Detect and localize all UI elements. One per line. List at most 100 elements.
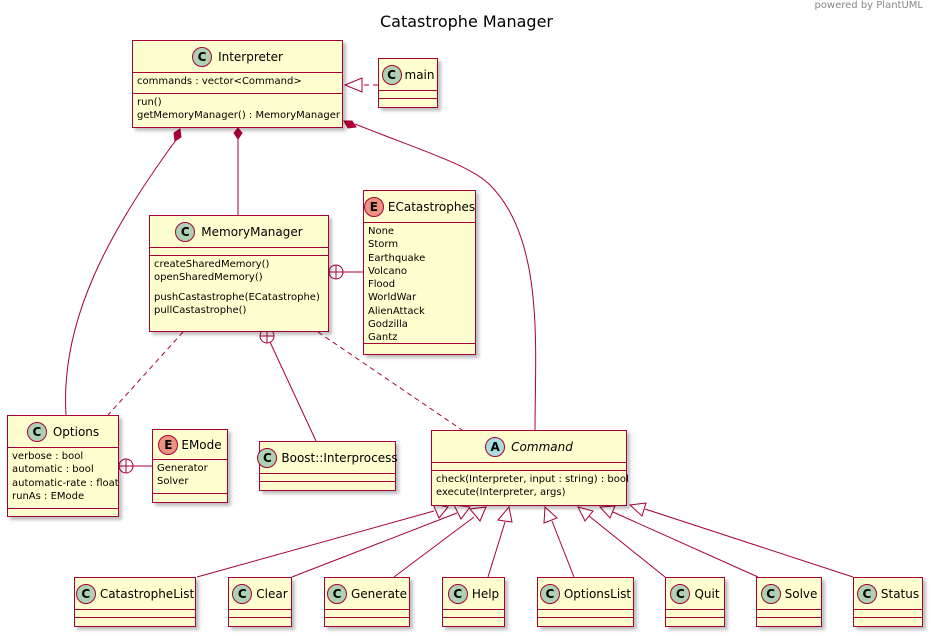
memorymanager-nests-boost [269, 341, 317, 442]
method: pushCastastrophe(ECatastrophe) [154, 291, 320, 303]
interpreter-to-options [65, 139, 177, 416]
attributes-section [260, 473, 395, 481]
enum-emode: E EMode Generator Solver [152, 429, 228, 503]
class-icon: C [856, 583, 877, 604]
enum-values-section: Generator Solver [153, 459, 227, 493]
method: createSharedMemory() [154, 259, 270, 270]
class-generate: C Generate [324, 577, 410, 627]
class-name: OptionsList [563, 586, 632, 601]
enum-value: Generator [157, 463, 208, 474]
method: run() [137, 97, 162, 108]
class-name: Quit [694, 586, 720, 601]
class-status: C Status [853, 577, 923, 627]
class-name: Command [511, 439, 573, 454]
methods-section [229, 617, 291, 624]
methods-section [757, 617, 821, 624]
class-main: C main [378, 58, 438, 108]
class-options: C Options verbose : bool automatic : boo… [7, 415, 119, 517]
enum-value: Flood [368, 279, 396, 291]
quit-extends-command [588, 515, 666, 578]
class-header: E EMode [153, 430, 227, 459]
attributes-section [432, 462, 626, 470]
class-header: C Boost::Interprocess [257, 442, 398, 473]
class-header: C CatastropheList [75, 578, 195, 609]
diagram-title: Catastrophe Manager [379, 12, 554, 31]
enum-ecatastrophes: E ECatastrophes None Storm Earthquake Vo… [363, 190, 476, 355]
composition-diamond [233, 127, 243, 140]
attributes-section [150, 247, 328, 255]
enum-icon: E [158, 434, 179, 455]
class-name: Solve [784, 586, 818, 601]
class-boost-interprocess: C Boost::Interprocess [257, 441, 398, 491]
attribute: automatic-rate : float [12, 477, 119, 489]
methods-section: run() getMemoryManager() : MemoryManager [133, 93, 342, 125]
class-header: A Command [432, 431, 626, 462]
composition-diamond [173, 128, 182, 142]
class-name: EMode [181, 437, 222, 452]
class-name: main [404, 67, 435, 82]
class-solve: C Solve [756, 577, 822, 627]
inheritance-arrowhead [598, 505, 616, 519]
attributes-section [443, 609, 504, 617]
methods-section [666, 617, 724, 624]
class-name: Status [880, 586, 920, 601]
enum-icon: E [363, 196, 384, 217]
class-header: C Quit [666, 578, 724, 609]
methods-section [538, 617, 633, 624]
class-header: C Status [854, 578, 922, 609]
class-icon: C [539, 583, 560, 604]
class-icon: C [447, 583, 468, 604]
inheritance-arrowhead [469, 506, 487, 522]
enum-value: None [368, 226, 395, 237]
class-icon: C [26, 421, 47, 442]
abstract-class-command: A Command check(Interpreter, input : str… [431, 430, 629, 506]
class-name: Generate [350, 586, 408, 601]
method: getMemoryManager() : MemoryManager [137, 110, 340, 122]
class-icon: C [232, 583, 253, 604]
methods-section [854, 617, 922, 624]
class-name: ECatastrophes [387, 199, 476, 214]
inheritance-arrowhead [577, 506, 594, 522]
class-memory-manager: C MemoryManager createSharedMemory() ope… [149, 215, 329, 332]
class-header: C Help [443, 578, 504, 609]
class-icon: C [175, 221, 196, 242]
attributes-section [854, 609, 922, 617]
methods-section: check(Interpreter, input : string) : boo… [432, 470, 629, 502]
enum-value: AlienAttack [368, 305, 425, 317]
class-help: C Help [442, 577, 505, 627]
inheritance-arrowhead [453, 504, 471, 520]
methods-section [325, 617, 409, 624]
methods-section [260, 481, 395, 488]
attribute: automatic : bool [12, 464, 94, 476]
attribute: commands : vector<Command> [137, 76, 302, 87]
methods-section: createSharedMemory() openSharedMemory() … [150, 255, 328, 319]
method: check(Interpreter, input : string) : boo… [436, 474, 629, 485]
enum-value: Godzilla [368, 319, 408, 331]
inheritance-arrowhead [543, 505, 558, 524]
class-options-list: C OptionsList [537, 577, 634, 627]
solve-extends-command [612, 511, 759, 578]
attribute: verbose : bool [12, 451, 84, 462]
inheritance-arrowhead [628, 502, 647, 517]
methods-section [379, 98, 437, 105]
attributes-section [325, 609, 409, 617]
class-icon: C [192, 46, 213, 67]
class-name: MemoryManager [201, 224, 303, 239]
inheritance-arrowhead [343, 77, 363, 93]
status-extends-command [644, 508, 854, 578]
class-icon: C [760, 583, 781, 604]
class-icon: C [670, 583, 691, 604]
class-header: C Clear [229, 578, 291, 609]
attributes-section [538, 609, 633, 617]
attribute: runAs : EMode [12, 490, 85, 502]
method: execute(Interpreter, args) [436, 487, 566, 499]
attributes-section [229, 609, 291, 617]
methods-section [8, 508, 118, 515]
class-name: CatastropheList [99, 586, 195, 601]
class-catastrophe-list: C CatastropheList [74, 577, 196, 627]
generate-extends-command [393, 516, 475, 578]
attributes-section [666, 609, 724, 617]
class-name: Boost::Interprocess [281, 450, 398, 465]
